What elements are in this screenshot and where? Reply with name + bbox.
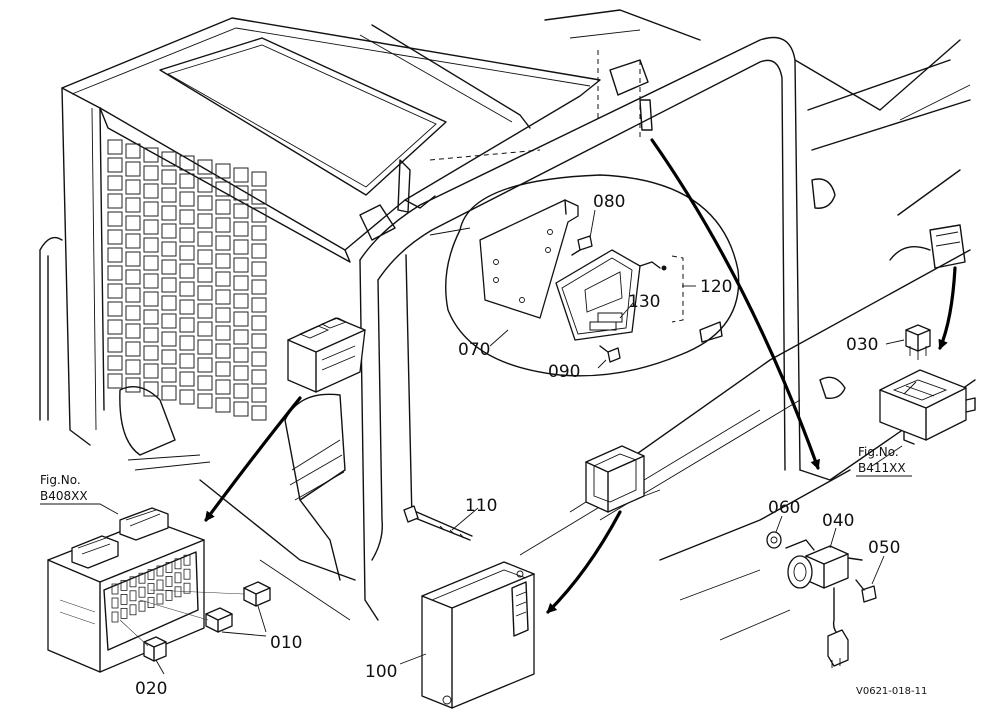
ecu-screw-090 (599, 345, 621, 363)
ecu-screw-080 (571, 235, 593, 256)
callout-030: 030 (846, 335, 878, 355)
callout-020: 020 (135, 679, 167, 699)
bracket-120 (671, 255, 684, 323)
callout-050: 050 (868, 538, 900, 558)
fuse-box-on-cab (287, 317, 366, 393)
cab-door-frame (359, 36, 801, 621)
callout-100: 100 (365, 662, 397, 682)
relay-010-b (205, 607, 233, 633)
fig-ref-right-number: B411XX (858, 461, 906, 475)
ecu-bracket (479, 199, 579, 319)
nut-060 (766, 531, 782, 549)
bolt-110 (403, 505, 473, 541)
relay-socket (879, 369, 976, 445)
reference-dashes (429, 50, 641, 161)
fig-ref-right-caption: Fig.No. (858, 445, 899, 459)
controller-100 (421, 561, 535, 709)
relay-030 (905, 324, 931, 360)
callout-010: 010 (270, 633, 302, 653)
solenoid-040 (785, 539, 863, 668)
screw-050 (855, 579, 877, 603)
callout-120: 120 (700, 277, 732, 297)
drawing-code: V0621-018-11 (856, 686, 927, 697)
fuse-020 (143, 636, 167, 662)
callout-110: 110 (465, 496, 497, 516)
fig-ref-left-number: B408XX (40, 489, 88, 503)
harness-connector (569, 445, 661, 513)
relay-leader-lines (119, 589, 267, 647)
relay-010-a (243, 581, 271, 607)
callout-080: 080 (593, 192, 625, 212)
ecu-controller (555, 249, 661, 341)
fastener-dot (661, 265, 667, 271)
fig-ref-left-caption: Fig.No. (40, 473, 81, 487)
callout-130: 130 (628, 292, 660, 312)
explosion-arrows (204, 138, 957, 614)
cab-roof (61, 9, 701, 263)
ecu-detail-bubble (445, 174, 740, 377)
callout-060: 060 (768, 498, 800, 518)
right-side-structure (519, 39, 976, 641)
fuse-box-assembly (47, 507, 205, 673)
left-mesh-wall (39, 87, 267, 446)
callout-070: 070 (458, 340, 490, 360)
callout-leaders (155, 209, 905, 675)
callout-090: 090 (548, 362, 580, 382)
callout-040: 040 (822, 511, 854, 531)
